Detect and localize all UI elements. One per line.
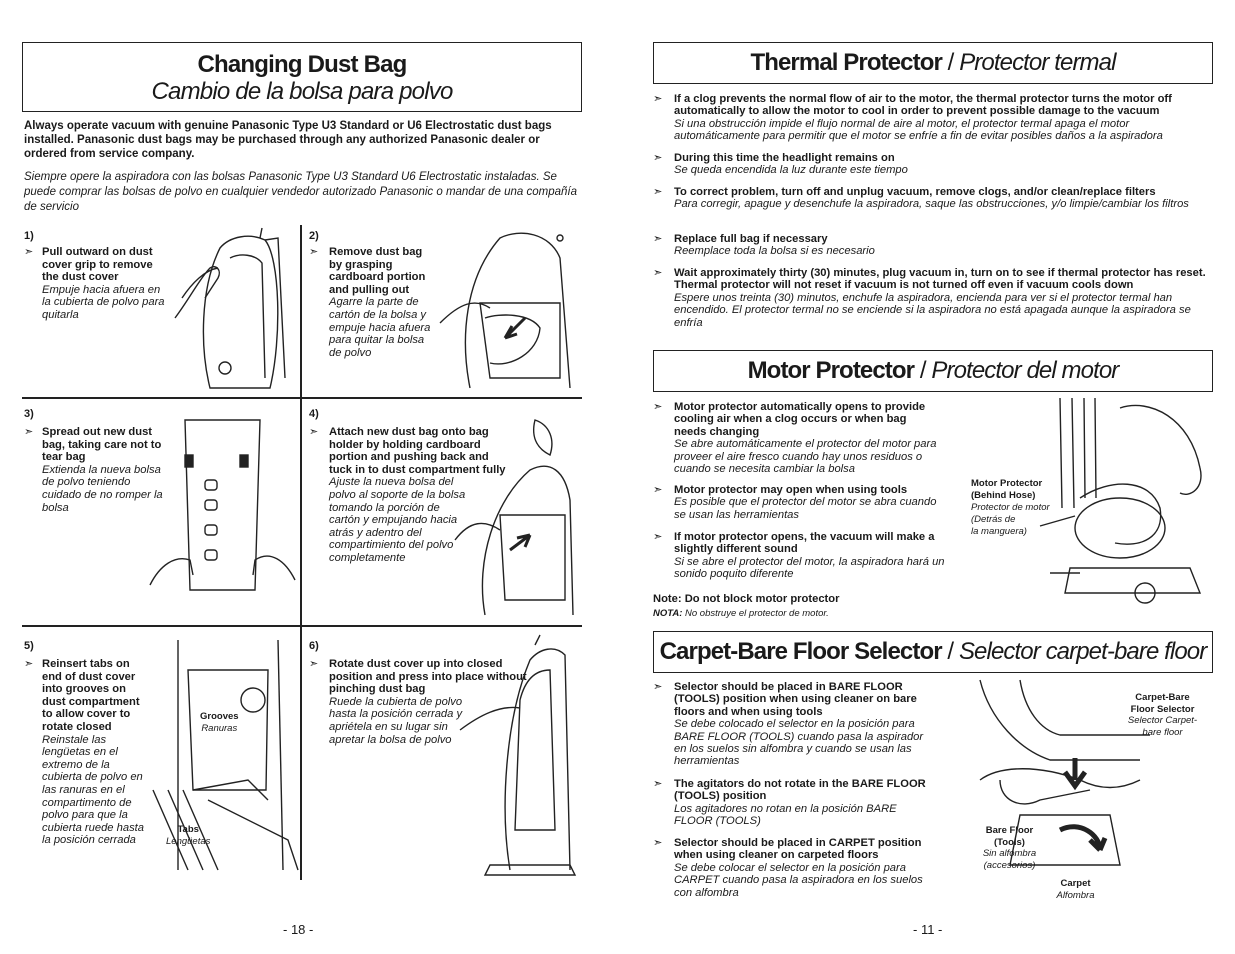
step-5-es: Reinstale las lengüetas en el extremo de… xyxy=(42,733,144,847)
step-1-es: Empuje hacia afuera en la cubierta de po… xyxy=(42,283,165,321)
carpet-selector-illustration xyxy=(979,679,1150,866)
arrowhead-bullet-icon: ➣ xyxy=(653,778,663,790)
arrowhead-bullet-icon: ➣ xyxy=(24,246,34,258)
step-4-es: Ajuste la nueva bolsa del polvo al sopor… xyxy=(329,476,466,564)
intro-es: Siempre opere la aspiradora con las bols… xyxy=(24,171,577,213)
thermal-bullet-4: ➣ Replace full bag if necessary Reemplac… xyxy=(653,233,875,258)
arrowhead-bullet-icon: ➣ xyxy=(24,426,34,438)
arrowhead-bullet-icon: ➣ xyxy=(309,246,319,258)
arrowhead-bullet-icon: ➣ xyxy=(653,401,663,413)
carpet-bullet-1: ➣ Selector should be placed in BARE FLOO… xyxy=(653,681,924,768)
step-2-number: 2) xyxy=(309,230,319,242)
step-6-illustration xyxy=(459,634,577,876)
step-2-text: ➣ Remove dust bag by grasping cardboard … xyxy=(309,246,454,359)
arrowhead-bullet-icon: ➣ xyxy=(309,658,319,670)
step-5-number: 5) xyxy=(24,640,34,652)
arrowhead-bullet-icon: ➣ xyxy=(653,681,663,693)
grid-divider-vertical xyxy=(300,225,302,880)
step-3-illustration xyxy=(149,419,296,591)
thermal-title-box: Thermal Protector / Protector termal xyxy=(653,42,1213,84)
carpet-bullet-2: ➣ The agitators do not rotate in the BAR… xyxy=(653,778,926,828)
motor-note-es: NOTA: No obstruye el protector de motor. xyxy=(653,608,829,619)
step-3-text: ➣ Spread out new dust bag, taking care n… xyxy=(24,426,169,514)
arrowhead-bullet-icon: ➣ xyxy=(24,658,34,670)
tabs-label: Tabs Lengüetas xyxy=(166,824,211,847)
step-4-en: Attach new dust bag onto bag holder by h… xyxy=(329,426,506,476)
arrowhead-bullet-icon: ➣ xyxy=(653,233,663,245)
arrowhead-bullet-icon: ➣ xyxy=(653,93,663,105)
arrowhead-bullet-icon: ➣ xyxy=(653,531,663,543)
thermal-bullet-5: ➣ Wait approximately thirty (30) minutes… xyxy=(653,267,1206,329)
motor-bullet-1: ➣ Motor protector automatically opens to… xyxy=(653,401,937,476)
carpet-label: Carpet Alfombra xyxy=(1056,878,1095,901)
grid-divider-row2 xyxy=(22,625,582,627)
motor-title-box: Motor Protector / Protector del motor xyxy=(653,350,1213,392)
motor-note-en: Note: Do not block motor protector xyxy=(653,593,840,605)
step-4-number: 4) xyxy=(309,408,319,420)
left-title-box: Changing Dust Bag Cambio de la bolsa par… xyxy=(22,42,582,112)
step-2-es: Agarre la parte de cartón de la bolsa y … xyxy=(329,296,431,359)
motor-bullet-2: ➣ Motor protector may open when using to… xyxy=(653,484,937,521)
thermal-title: Thermal Protector / Protector termal xyxy=(750,49,1116,76)
arrowhead-bullet-icon: ➣ xyxy=(653,267,663,279)
step-1-illustration xyxy=(174,227,286,389)
intro-en: Always operate vacuum with genuine Panas… xyxy=(24,120,552,160)
arrowhead-bullet-icon: ➣ xyxy=(309,426,319,438)
motor-protector-figure-label: Motor Protector (Behind Hose) Protector … xyxy=(971,478,1050,537)
step-5-text: ➣ Reinsert tabs on end of dust cover int… xyxy=(24,658,149,847)
motor-protector-illustration xyxy=(1039,397,1202,604)
step-3-number: 3) xyxy=(24,408,34,420)
selector-label: Carpet-Bare Floor Selector Selector Carp… xyxy=(1127,692,1198,738)
left-title-es: Cambio de la bolsa para polvo xyxy=(151,78,454,105)
step-4-illustration xyxy=(454,419,574,616)
carpet-bullet-3: ➣ Selector should be placed in CARPET po… xyxy=(653,837,923,899)
motor-bullet-3: ➣ If motor protector opens, the vacuum w… xyxy=(653,531,945,581)
bare-floor-label: Bare Floor (Tools) Sin alfombra (accesor… xyxy=(982,825,1037,871)
step-6-en: Rotate dust cover up into closed positio… xyxy=(329,658,527,696)
step-6-number: 6) xyxy=(309,640,319,652)
step-6-text: ➣ Rotate dust cover up into closed posit… xyxy=(309,658,529,746)
grid-divider-row1 xyxy=(22,397,582,399)
step-5-illustration xyxy=(152,639,299,871)
left-title-en: Changing Dust Bag xyxy=(197,51,407,78)
step-1-number: 1) xyxy=(24,230,34,242)
thermal-bullet-1: ➣ If a clog prevents the normal flow of … xyxy=(653,93,1172,143)
right-page-number: - 11 - xyxy=(913,922,943,937)
step-2-illustration xyxy=(439,232,571,389)
step-4-text: ➣ Attach new dust bag onto bag holder by… xyxy=(309,426,509,565)
arrowhead-bullet-icon: ➣ xyxy=(653,484,663,496)
arrowhead-bullet-icon: ➣ xyxy=(653,186,663,198)
step-1-en: Pull outward on dust cover grip to remov… xyxy=(42,246,153,284)
step-1-text: ➣ Pull outward on dust cover grip to rem… xyxy=(24,246,169,322)
grooves-label: Grooves Ranuras xyxy=(200,711,239,734)
arrowhead-bullet-icon: ➣ xyxy=(653,152,663,164)
motor-title: Motor Protector / Protector del motor xyxy=(747,357,1120,384)
arrowhead-bullet-icon: ➣ xyxy=(653,837,663,849)
carpet-title-box: Carpet-Bare Floor Selector / Selector ca… xyxy=(653,631,1213,673)
carpet-title: Carpet-Bare Floor Selector / Selector ca… xyxy=(659,638,1208,665)
step-6-es: Ruede la cubierta de polvo hasta la posi… xyxy=(329,695,463,746)
step-5-en: Reinsert tabs on end of dust cover into … xyxy=(42,658,140,733)
left-page-number: - 18 - xyxy=(283,922,314,937)
step-3-en: Spread out new dust bag, taking care not… xyxy=(42,426,162,464)
thermal-bullet-3: ➣ To correct problem, turn off and unplu… xyxy=(653,186,1189,211)
thermal-bullet-2: ➣ During this time the headlight remains… xyxy=(653,152,908,177)
step-2-en: Remove dust bag by grasping cardboard po… xyxy=(329,246,426,296)
step-3-es: Extienda la nueva bolsa de polvo teniend… xyxy=(42,463,163,514)
